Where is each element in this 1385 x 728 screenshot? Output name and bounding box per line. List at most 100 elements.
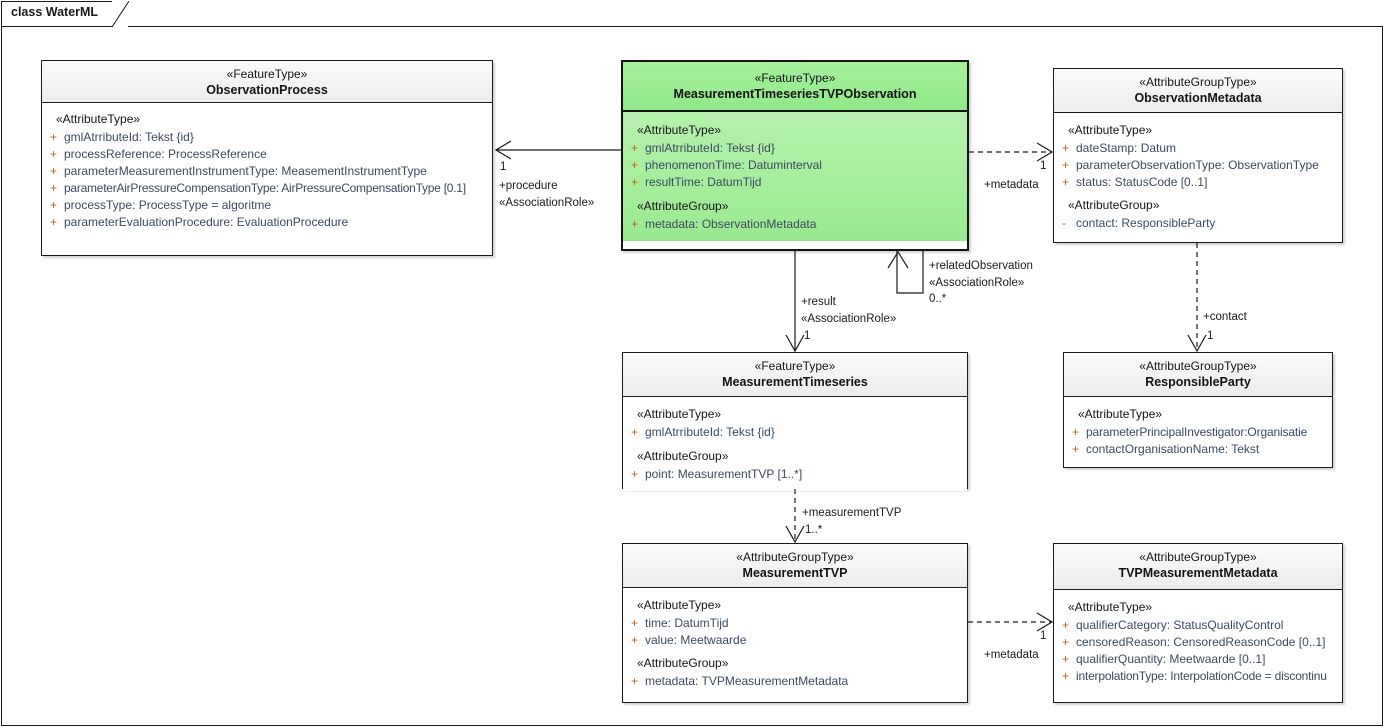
class-stereotype: «AttributeGroupType» (736, 550, 854, 564)
class-header: «FeatureType» MeasurementTimeseries (623, 353, 967, 397)
visibility-marker: - (1062, 216, 1066, 230)
attribute-row[interactable]: + parameterMeasurementInstrumentType: Me… (42, 163, 492, 180)
attribute-text: value: Meetwaarde (645, 633, 747, 647)
connector-label-metadata-observation-multiplicity: 1 (1040, 160, 1047, 172)
visibility-marker: + (631, 217, 639, 231)
attribute-row[interactable]: + resultTime: DatumTijd (623, 174, 967, 191)
attribute-row[interactable]: + point: MeasurementTVP [1..*] (623, 466, 967, 483)
attribute-text: censoredReason: CensoredReasonCode [0..1… (1076, 635, 1326, 649)
class-header: «AttributeGroupType» ResponsibleParty (1064, 353, 1332, 397)
attribute-row[interactable]: + metadata: TVPMeasurementMetadata (623, 673, 967, 690)
attribute-row[interactable]: + phenomenonTime: Datuminterval (623, 157, 967, 174)
visibility-marker: + (1062, 618, 1070, 632)
attribute-row[interactable]: + gmlAtrributeId: Tekst {id} (623, 140, 967, 157)
attribute-row[interactable]: + qualifierCategory: StatusQualityContro… (1054, 617, 1342, 634)
attribute-text: parameterMeasurementInstrumentType: Meas… (64, 164, 427, 178)
attribute-text: point: MeasurementTVP [1..*] (645, 467, 803, 481)
connector-label-result-multiplicity: 1 (804, 330, 811, 342)
attribute-group-label: «AttributeType» (1068, 600, 1153, 614)
visibility-marker: + (631, 175, 639, 189)
visibility-marker: + (631, 425, 639, 439)
class-body: «AttributeType» + parameterPrincipalInve… (1064, 397, 1332, 466)
connector-label-metadata-tvp-role: +metadata (984, 649, 1039, 661)
connector-label-contact-role: +contact (1203, 311, 1247, 323)
class-name: ObservationMetadata (1134, 91, 1262, 105)
attribute-row[interactable]: + processType: ProcessType = algoritme (42, 197, 492, 214)
attribute-text: resultTime: DatumTijd (645, 175, 762, 189)
attribute-text: processReference: ProcessReference (64, 147, 267, 161)
class-measurement-timeseries[interactable]: «FeatureType» MeasurementTimeseries «Att… (622, 352, 968, 491)
visibility-marker: + (50, 130, 58, 144)
class-body: «AttributeType» + qualifierCategory: Sta… (1054, 590, 1342, 693)
visibility-marker: + (631, 633, 639, 647)
connector-label-measurement-tvp-role: +measurementTVP (802, 507, 902, 519)
class-body: «AttributeType» + gmlAtrributeId: Tekst … (623, 397, 967, 491)
attribute-row[interactable]: + parameterObservationType: ObservationT… (1054, 157, 1342, 174)
attribute-row[interactable]: + parameterAirPressureCompensationType: … (42, 180, 492, 197)
attribute-row[interactable]: + dateStamp: Datum (1054, 140, 1342, 157)
class-responsible-party[interactable]: «AttributeGroupType» ResponsibleParty «A… (1063, 352, 1333, 468)
attribute-row[interactable]: - contact: ResponsibleParty (1054, 215, 1342, 232)
class-header: «FeatureType» MeasurementTimeseriesTVPOb… (623, 62, 967, 112)
visibility-marker: + (50, 215, 58, 229)
attribute-text: time: DatumTijd (645, 616, 729, 630)
attribute-group-label: «AttributeGroup» (637, 199, 729, 213)
class-header: «AttributeGroupType» MeasurementTVP (623, 544, 967, 588)
attribute-text: qualifierQuantity: Meetwaarde [0..1] (1076, 652, 1266, 666)
attribute-text: processType: ProcessType = algoritme (64, 198, 272, 212)
connector-label-procedure-stereotype: «AssociationRole» (499, 197, 595, 209)
attribute-text: contact: ResponsibleParty (1076, 216, 1216, 230)
attribute-row[interactable]: + interpolationType: InterpolationCode =… (1054, 668, 1342, 685)
class-header: «AttributeGroupType» TVPMeasurementMetad… (1054, 544, 1342, 590)
visibility-marker: + (50, 164, 58, 178)
attribute-row[interactable]: + contactOrganisationName: Tekst (1064, 441, 1332, 458)
connector-label-related-observation-role: +relatedObservation (929, 260, 1033, 272)
attribute-text: interpolationType: InterpolationCode = d… (1076, 669, 1327, 683)
class-stereotype: «AttributeGroupType» (1139, 75, 1257, 89)
visibility-marker: + (1062, 652, 1070, 666)
class-body: «AttributeType» + gmlAtrributeId: Tekst … (42, 103, 492, 239)
attribute-row[interactable]: + value: Meetwaarde (623, 632, 967, 649)
connector-label-procedure-multiplicity: 1 (500, 161, 507, 173)
class-measurement-timeseries-tvp-observation[interactable]: «FeatureType» MeasurementTimeseriesTVPOb… (621, 60, 969, 251)
diagram-frame-border (1, 26, 1383, 726)
diagram-frame-top-right (128, 26, 1383, 27)
class-body: «AttributeType» + time: DatumTijd + valu… (623, 588, 967, 698)
class-observation-process[interactable]: «FeatureType» ObservationProcess «Attrib… (41, 60, 493, 256)
attribute-row[interactable]: + gmlAtrributeId: Tekst {id} (623, 424, 967, 441)
visibility-marker: + (1072, 442, 1080, 456)
visibility-marker: + (631, 141, 639, 155)
class-name: ResponsibleParty (1145, 375, 1251, 389)
connector-label-related-observation-multiplicity: 0..* (929, 293, 947, 305)
attribute-text: metadata: TVPMeasurementMetadata (645, 674, 849, 688)
visibility-marker: + (1062, 669, 1070, 683)
visibility-marker: + (1062, 175, 1070, 189)
attribute-group-label: «AttributeType» (56, 112, 141, 126)
attribute-row[interactable]: + parameterEvaluationProcedure: Evaluati… (42, 214, 492, 231)
attribute-row[interactable]: + censoredReason: CensoredReasonCode [0.… (1054, 634, 1342, 651)
visibility-marker: + (631, 158, 639, 172)
class-stereotype: «AttributeGroupType» (1139, 359, 1257, 373)
attribute-row[interactable]: + parameterPrincipalInvestigator:Organis… (1064, 424, 1332, 441)
attribute-group-label: «AttributeType» (1078, 407, 1163, 421)
connector-label-metadata-observation-role: +metadata (984, 179, 1039, 191)
class-stereotype: «FeatureType» (226, 67, 308, 81)
class-measurement-tvp[interactable]: «AttributeGroupType» MeasurementTVP «Att… (622, 543, 968, 703)
attribute-row[interactable]: + qualifierQuantity: Meetwaarde [0..1] (1054, 651, 1342, 668)
attribute-row[interactable]: + metadata: ObservationMetadata (623, 216, 967, 233)
connector-label-metadata-tvp-multiplicity: 1 (1040, 630, 1047, 642)
attribute-row[interactable]: + status: StatusCode [0..1] (1054, 174, 1342, 191)
visibility-marker: + (631, 616, 639, 630)
connector-label-result-stereotype: «AssociationRole» (801, 313, 897, 325)
attribute-group-label: «AttributeType» (637, 123, 722, 137)
attribute-text: parameterEvaluationProcedure: Evaluation… (64, 215, 349, 229)
attribute-text: contactOrganisationName: Tekst (1086, 442, 1260, 456)
attribute-row[interactable]: + time: DatumTijd (623, 615, 967, 632)
class-name: MeasurementTimeseriesTVPObservation (673, 87, 917, 101)
attribute-row[interactable]: + processReference: ProcessReference (42, 146, 492, 163)
attribute-row[interactable]: + gmlAtrributeId: Tekst {id} (42, 129, 492, 146)
attribute-text: metadata: ObservationMetadata (645, 217, 817, 231)
visibility-marker: + (631, 674, 639, 688)
class-tvp-measurement-metadata[interactable]: «AttributeGroupType» TVPMeasurementMetad… (1053, 543, 1343, 703)
class-observation-metadata[interactable]: «AttributeGroupType» ObservationMetadata… (1053, 68, 1343, 243)
